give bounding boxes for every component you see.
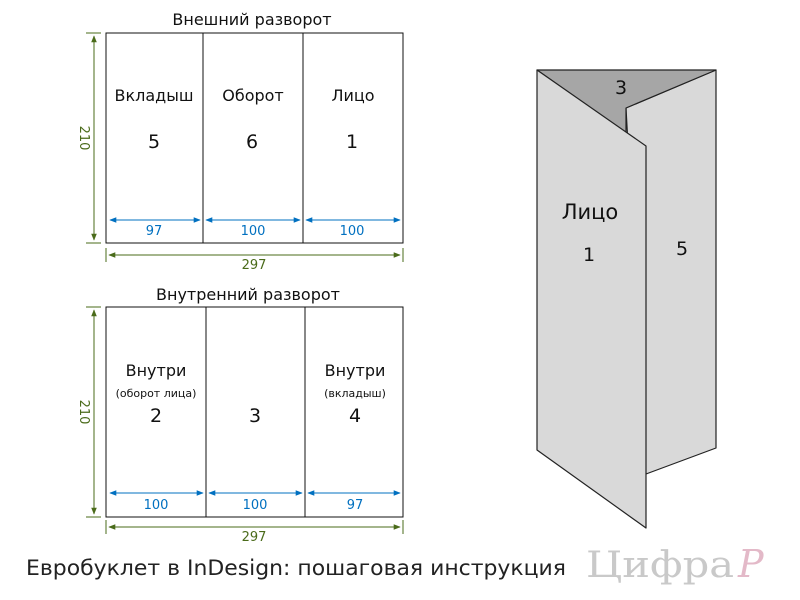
folded-top-number: 3 (615, 77, 627, 99)
inner-panel-3-number: 4 (349, 405, 361, 427)
outer-panel-2-number: 6 (246, 131, 258, 153)
inner-total-width: 297 (242, 530, 267, 545)
outer-spread-title: Внешний разворот (172, 10, 331, 29)
outer-panel-3-width: 100 (340, 224, 365, 239)
folded-front-panel (536, 69, 647, 529)
folded-back-number: 5 (676, 238, 688, 260)
outer-panel-3-label: Лицо (331, 86, 374, 105)
inner-panel-1-width: 100 (144, 498, 169, 513)
logo: Цифра Р (586, 542, 765, 586)
inner-spread: Внутренний разворот Внутри (оборот лица)… (76, 285, 404, 545)
outer-total-width: 297 (242, 258, 267, 273)
inner-spread-title: Внутренний разворот (156, 285, 340, 304)
inner-height: 210 (76, 400, 91, 425)
outer-panel-3-number: 1 (346, 131, 358, 153)
inner-panel-3-sublabel: (вкладыш) (324, 387, 386, 400)
logo-text: Цифра (586, 545, 734, 586)
inner-panel-2-width: 100 (243, 498, 268, 513)
folded-front-label: Лицо (562, 200, 619, 224)
outer-panel-1-number: 5 (148, 131, 160, 153)
outer-spread: Внешний разворот Вкладыш 5 Оборот 6 Лицо… (76, 10, 404, 273)
inner-sheet (105, 306, 404, 518)
folded-booklet: 3 Лицо 1 5 (536, 69, 717, 529)
folded-front-number: 1 (583, 244, 595, 266)
inner-panel-1-sublabel: (оборот лица) (116, 387, 197, 400)
inner-panel-1-number: 2 (150, 405, 162, 427)
inner-panel-3-label: Внутри (325, 361, 386, 380)
caption: Евробуклет в InDesign: пошаговая инструк… (26, 556, 566, 580)
inner-panel-2-number: 3 (249, 405, 261, 427)
outer-panel-2-width: 100 (241, 224, 266, 239)
outer-panel-2-label: Оборот (222, 86, 284, 105)
outer-sheet (105, 32, 404, 244)
inner-panel-1-label: Внутри (126, 361, 187, 380)
outer-height: 210 (76, 126, 91, 151)
outer-panel-1-width: 97 (146, 224, 163, 239)
inner-panel-3-width: 97 (347, 498, 364, 513)
outer-panel-1-label: Вкладыш (114, 86, 193, 105)
logo-mark: Р (737, 542, 765, 586)
